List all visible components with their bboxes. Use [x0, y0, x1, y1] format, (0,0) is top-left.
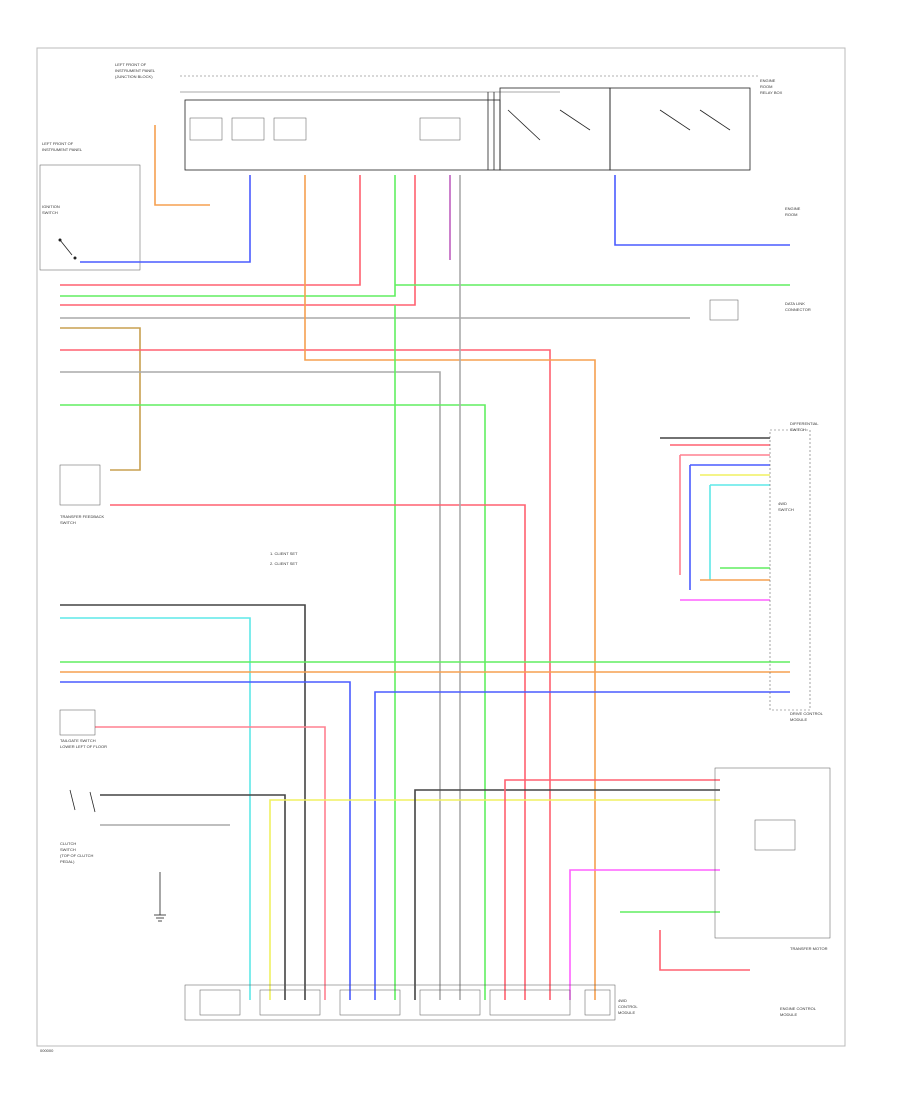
svg-text:INSTRUMENT PANEL: INSTRUMENT PANEL	[42, 147, 83, 152]
svg-text:LEFT FRONT OF: LEFT FRONT OF	[42, 141, 74, 146]
svg-text:ENGINE: ENGINE	[785, 206, 801, 211]
top-fuse-block: LEFT FRONT OF INSTRUMENT PANEL (JUNCTION…	[115, 62, 783, 171]
svg-text:TRANSFER FEEDBACK: TRANSFER FEEDBACK	[60, 514, 105, 519]
svg-text:MODULE: MODULE	[618, 1010, 635, 1015]
svg-text:(TOP OF CLUTCH: (TOP OF CLUTCH	[60, 853, 94, 858]
svg-text:TAILGATE SWITCH: TAILGATE SWITCH	[60, 738, 96, 743]
svg-text:CONNECTOR: CONNECTOR	[785, 307, 811, 312]
top-left-switch: LEFT FRONT OF INSTRUMENT PANEL IGNITION …	[39, 141, 141, 271]
center-notes: 1. CLIENT SET 2. CLIENT SET	[270, 551, 298, 566]
svg-text:SWITCH: SWITCH	[790, 427, 806, 432]
svg-text:LEFT FRONT OF: LEFT FRONT OF	[115, 62, 147, 67]
svg-text:4WD: 4WD	[618, 998, 627, 1003]
diagram-code: 000000	[40, 1048, 54, 1053]
svg-text:MODULE: MODULE	[790, 717, 807, 722]
svg-text:SWITCH: SWITCH	[60, 847, 76, 852]
svg-text:LOWER LEFT OF FLOOR: LOWER LEFT OF FLOOR	[60, 744, 107, 749]
right-modules: ENGINE ROOM DATA LINK CONNECTOR DIFFEREN…	[709, 206, 831, 1017]
left-components: TRANSFER FEEDBACK SWITCH TAILGATE SWITCH…	[59, 464, 166, 922]
diagram-frame	[36, 47, 846, 1047]
svg-text:RELAY BOX: RELAY BOX	[760, 90, 783, 95]
svg-text:INSTRUMENT PANEL: INSTRUMENT PANEL	[115, 68, 156, 73]
svg-text:IGNITION: IGNITION	[42, 204, 60, 209]
svg-text:CONTROL: CONTROL	[618, 1004, 638, 1009]
svg-text:MODULE: MODULE	[780, 1012, 797, 1017]
svg-text:(JUNCTION BLOCK): (JUNCTION BLOCK)	[115, 74, 153, 79]
svg-text:DATA LINK: DATA LINK	[785, 301, 805, 306]
svg-text:PEDAL): PEDAL)	[60, 859, 75, 864]
svg-text:SWITCH: SWITCH	[60, 520, 76, 525]
svg-text:SWITCH: SWITCH	[778, 507, 794, 512]
center-note-1: 1. CLIENT SET	[270, 551, 298, 556]
svg-text:ENGINE: ENGINE	[760, 78, 776, 83]
svg-text:4WD: 4WD	[778, 501, 787, 506]
svg-text:SWITCH: SWITCH	[42, 210, 58, 215]
svg-text:TRANSFER MOTOR: TRANSFER MOTOR	[790, 946, 828, 951]
wires	[60, 125, 790, 1000]
svg-text:CLUTCH: CLUTCH	[60, 841, 76, 846]
center-note-2: 2. CLIENT SET	[270, 561, 298, 566]
svg-text:ROOM: ROOM	[760, 84, 772, 89]
svg-text:ENGINE CONTROL: ENGINE CONTROL	[780, 1006, 817, 1011]
svg-text:DRIVE CONTROL: DRIVE CONTROL	[790, 711, 824, 716]
svg-text:DIFFERENTIAL: DIFFERENTIAL	[790, 421, 819, 426]
svg-text:ROOM: ROOM	[785, 212, 797, 217]
bottom-module: 4WD CONTROL MODULE	[184, 984, 638, 1021]
